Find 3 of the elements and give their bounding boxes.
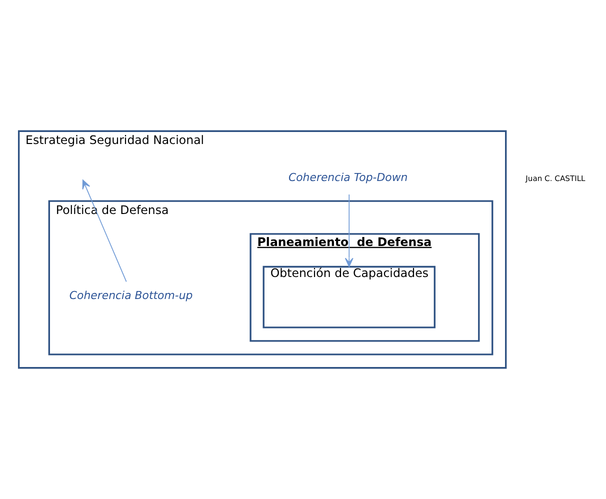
node-text: Coherencia Bottom-up xyxy=(69,289,193,302)
label: Juan C. CASTILL xyxy=(526,174,586,183)
node-text: Coherencia Top-Down xyxy=(288,171,408,184)
